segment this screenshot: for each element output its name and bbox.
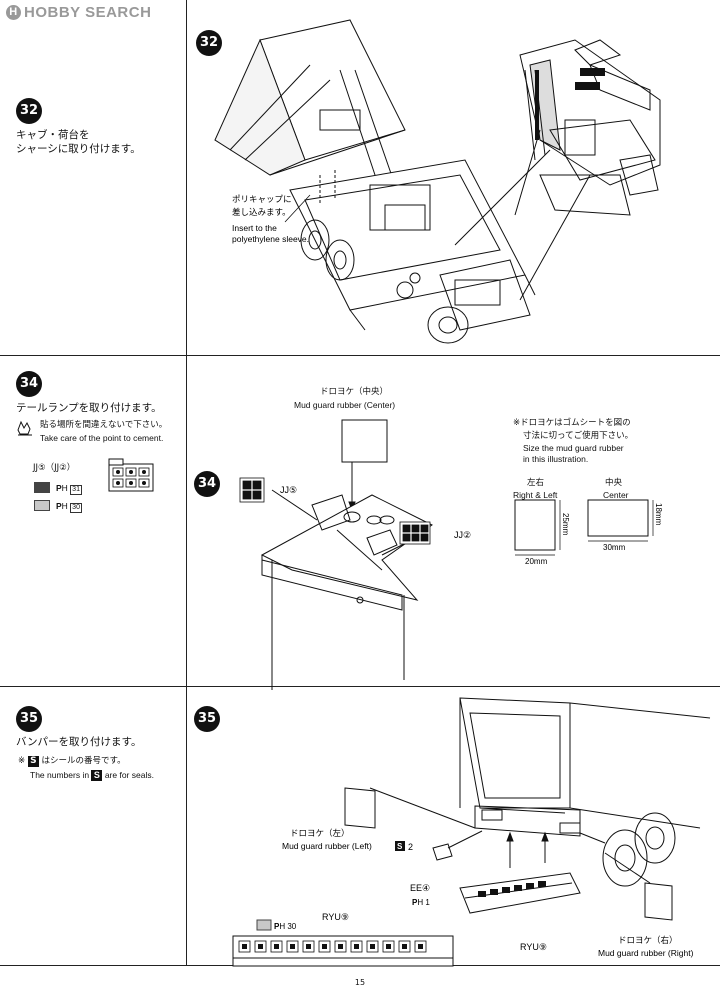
center-jp: 中央: [605, 478, 623, 488]
cement-note-en: Take care of the point to cement.: [40, 433, 164, 443]
mud-left-jp: ドロヨケ（左）: [290, 828, 350, 838]
step-32-diagram-badge: 32: [196, 30, 222, 56]
mud-right-jp: ドロヨケ（右）: [618, 935, 678, 945]
mud-note-jp2: 寸法に切ってご使用下さい。: [523, 431, 634, 441]
section-divider-2: [0, 686, 720, 687]
dim-18: 18mm: [654, 503, 663, 526]
seal-s-icon: S: [27, 756, 39, 767]
step-32-note-en1: Insert to the: [232, 223, 277, 233]
center-en: Center: [603, 490, 629, 500]
watermark-logo: H HOBBY SEARCH: [6, 4, 151, 21]
step-34-badge: 34: [16, 371, 42, 397]
page-number: 15: [354, 978, 366, 987]
paint-swatch-dark: [34, 482, 50, 493]
seal-number-2: 2: [408, 842, 413, 852]
mud-note-en2: in this illustration.: [523, 454, 589, 464]
rl-en: Right & Left: [513, 490, 558, 500]
rl-jp: 左右: [527, 478, 545, 488]
paint-swatch-light: [34, 500, 50, 511]
hobby-logo-icon: H: [6, 5, 21, 20]
mud-center-en: Mud guard rubber (Center): [294, 400, 396, 410]
dim-20: 20mm: [525, 557, 548, 566]
seal-note-en: The numbers in S are for seals.: [30, 770, 154, 781]
step-35-assembly-diagram: PH 30 RYU⑨ RYU⑨ S 2 EE④ PH 1 ドロヨケ（左） Mud…: [232, 697, 711, 967]
mud-note-jp1: ※ドロヨケはゴムシートを図の: [513, 418, 631, 428]
paint-code-light: PH 30: [56, 501, 82, 513]
step-34-diagram-badge: 34: [194, 471, 220, 497]
step-34-instruction: テールランプを取り付けます。: [16, 402, 162, 414]
seal-s-icon-3: S: [397, 842, 403, 851]
mud-center-jp: ドロヨケ（中央）: [320, 387, 389, 397]
dim-25: 25mm: [561, 513, 570, 536]
tail-lamp-part-sketch: [108, 458, 154, 492]
part-jj5-label: JJ⑤: [280, 485, 297, 495]
part-jj2-label: JJ②: [454, 530, 471, 540]
bumper-paint-code: PH 30: [274, 922, 297, 931]
dim-30: 30mm: [603, 543, 626, 552]
section-divider-1: [0, 355, 720, 356]
mud-right-en: Mud guard rubber (Right): [598, 948, 694, 958]
step-35-badge: 35: [16, 706, 42, 732]
step-32-note-en2: polyethylene sleeve.: [232, 234, 309, 244]
seal-s-icon-2: S: [91, 770, 103, 781]
step-35-instruction: バンパーを取り付けます。: [16, 736, 142, 748]
mud-left-en: Mud guard rubber (Left): [282, 841, 372, 851]
step-32-note-jp1: ポリキャップに: [232, 194, 292, 204]
watermark-text: HOBBY SEARCH: [24, 4, 152, 21]
paint-code-dark: PH 31: [56, 483, 82, 495]
step-35-diagram-badge: 35: [194, 706, 220, 732]
cement-note-jp: 貼る場所を間違えないで下さい。: [40, 420, 168, 430]
cement-hand-icon: [17, 420, 32, 436]
column-divider: [186, 0, 187, 965]
step-32-instruction-line2: シャーシに取り付けます。: [16, 143, 141, 155]
step-32-note-jp2: 差し込みます。: [232, 207, 291, 217]
mud-note-en1: Size the mud guard rubber: [523, 443, 624, 453]
tail-lamp-legend-label: JJ⑤（JJ②）: [33, 463, 76, 473]
step-32-badge: 32: [16, 98, 42, 124]
bumper-part-ryu9-left: RYU⑨: [322, 912, 349, 922]
bumper-part-ryu9-right: RYU⑨: [520, 942, 547, 952]
part-ee4-label: EE④: [410, 883, 430, 893]
step-34-assembly-diagram: JJ⑤ JJ②: [239, 419, 471, 690]
step-32-assembly-diagram: ポリキャップに 差し込みます。 Insert to the polyethyle…: [214, 19, 661, 344]
part-ee4-paint: PH 1: [412, 898, 430, 907]
mud-guard-dimension-diagram: 25mm 20mm 18mm 30mm: [514, 499, 663, 566]
step-32-instruction-line1: キャブ・荷台を: [16, 129, 90, 141]
seal-note-jp: ※ S はシールの番号です。: [18, 756, 126, 767]
